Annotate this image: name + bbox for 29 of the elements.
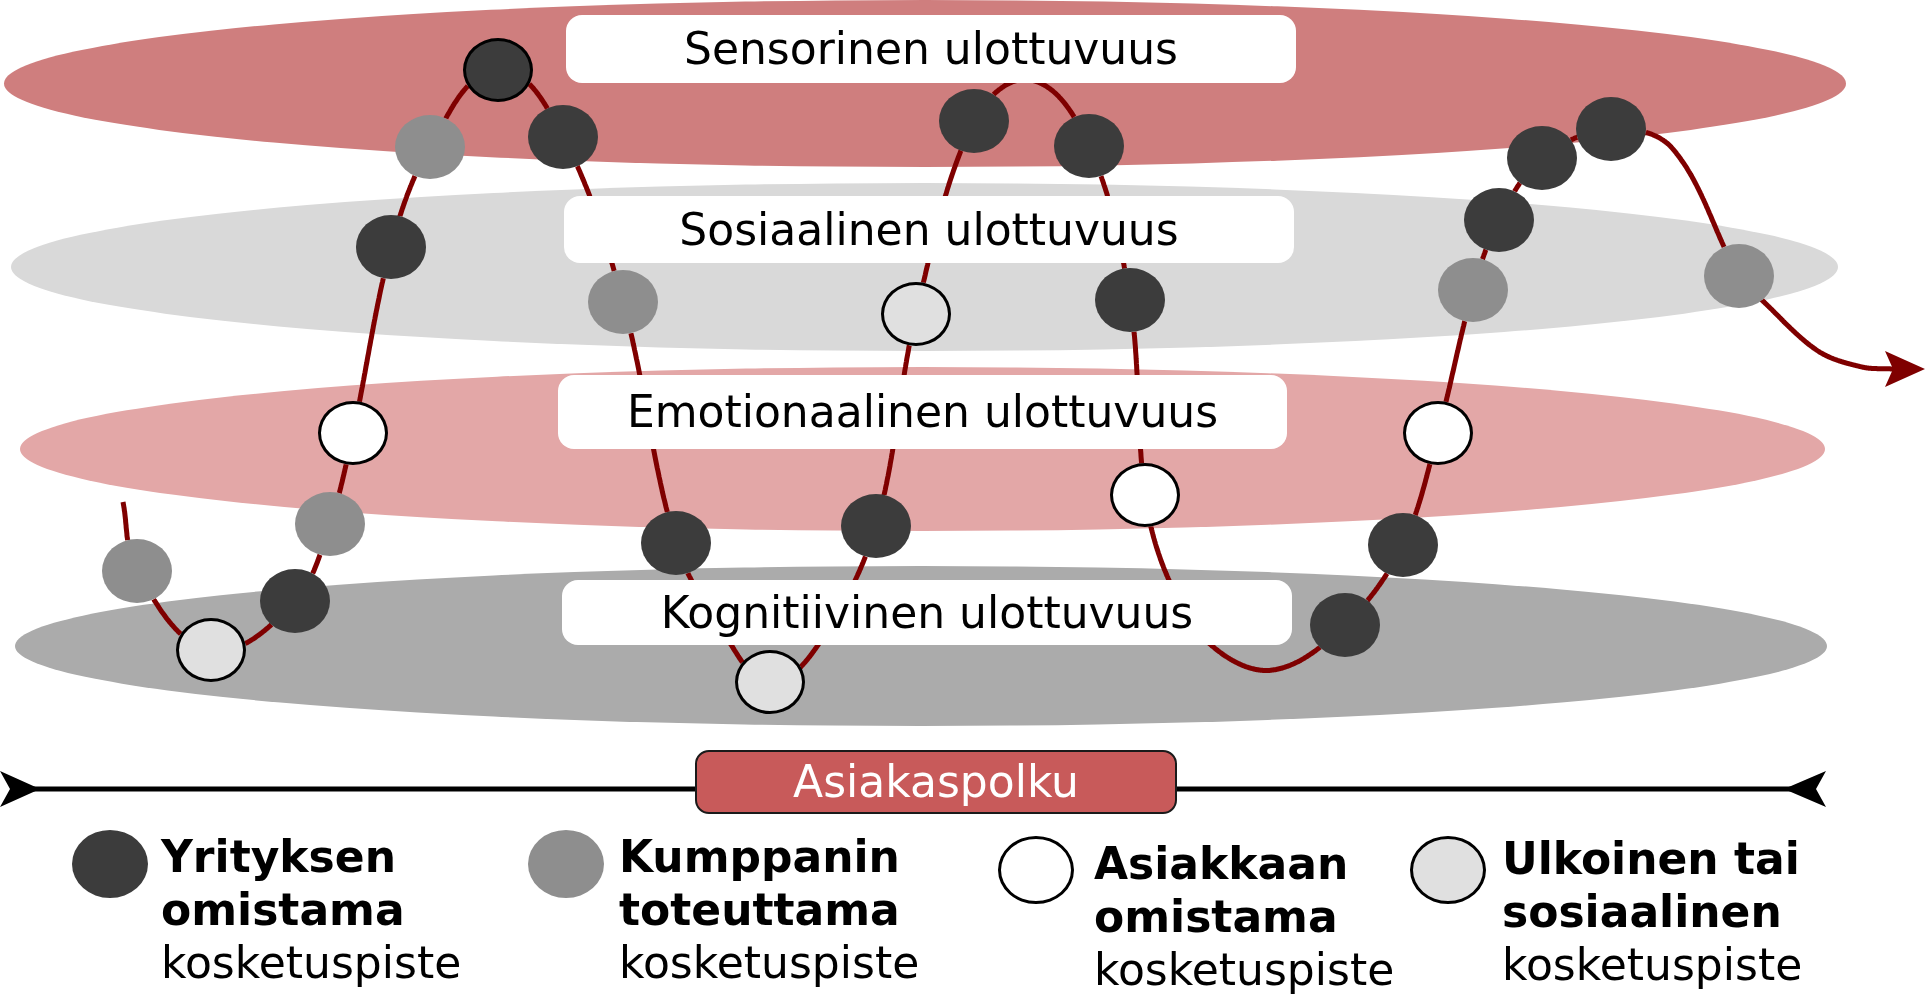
curve-line (527, 82, 550, 111)
curve-line (1443, 319, 1468, 404)
curve-line (397, 174, 418, 219)
curve-arrow (1759, 297, 1925, 387)
curve-line (336, 462, 349, 495)
curve-line (1643, 129, 1727, 250)
legend-text: Kumppanin toteuttama kosketuspiste (619, 830, 921, 989)
touchpoint-dot (735, 650, 805, 714)
dimension-label: Sensorinen ulottuvuus (566, 15, 1296, 83)
legend-text: Yrityksen omistama kosketuspiste (161, 830, 463, 989)
touchpoint-dot (1368, 513, 1438, 577)
dimension-label: Emotionaalinen ulottuvuus (558, 375, 1287, 449)
curve-line (1568, 134, 1580, 143)
legend-text: Ulkoinen tai sosiaalinen kosketuspiste (1502, 832, 1804, 991)
dimension-label: Kognitiivinen ulottuvuus (562, 580, 1292, 645)
curve-line (1412, 461, 1433, 517)
curve-line (243, 622, 274, 646)
dimension-label: Sosiaalinen ulottuvuus (564, 196, 1294, 263)
touchpoint-dot (1310, 593, 1380, 657)
curve-line (120, 500, 131, 542)
curve-line (1512, 180, 1523, 194)
curve-line (1480, 247, 1489, 262)
timeline-label: Asiakaspolku (695, 750, 1177, 814)
curve-line (1365, 571, 1390, 603)
curve-line (151, 596, 183, 636)
legend-text: Asiakkaan omistama kosketuspiste (1094, 837, 1396, 996)
curve-line (310, 552, 323, 576)
curve-line (443, 84, 470, 121)
curve-line (357, 276, 386, 403)
